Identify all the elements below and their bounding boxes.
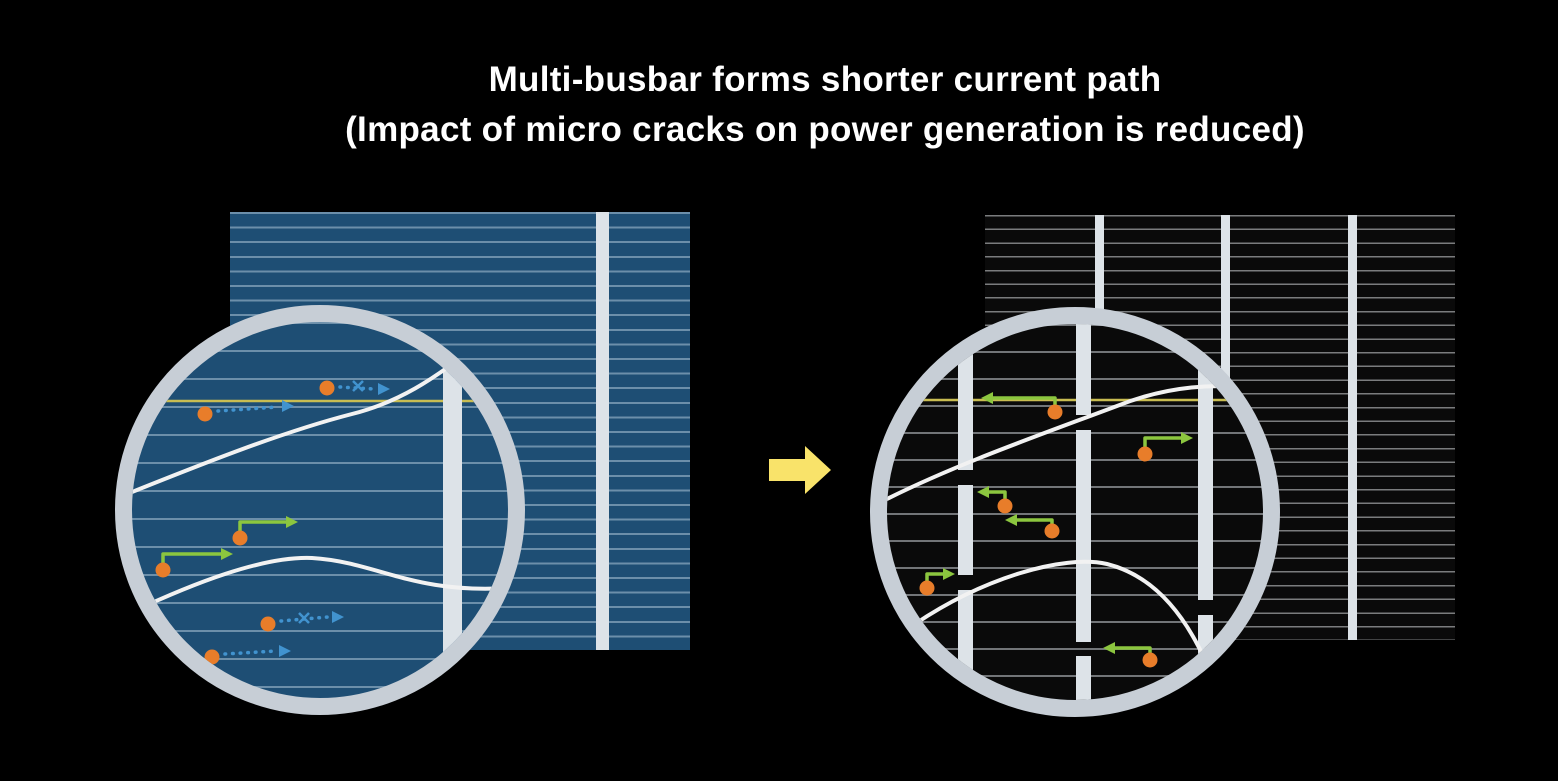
electron-dot	[997, 498, 1013, 514]
micro-crack-line	[132, 352, 468, 494]
electron-dot	[260, 616, 276, 632]
micro-crack-line	[887, 384, 1263, 501]
title-line-2: (Impact of micro cracks on power generat…	[345, 110, 1305, 149]
electron-dot	[204, 649, 220, 665]
current-path	[232, 516, 298, 546]
electron-dot	[155, 562, 171, 578]
current-path	[1103, 642, 1158, 668]
busbar	[1348, 215, 1357, 640]
electron-dot	[319, 380, 335, 396]
electron-dot	[1142, 652, 1158, 668]
current-path	[977, 486, 1013, 514]
busbar-magnified	[958, 324, 973, 700]
conventional-magnifier-circle	[115, 305, 525, 715]
blocked-current-path	[197, 400, 294, 422]
micro-crack-line	[132, 555, 508, 614]
conventional-magnifier-content	[132, 322, 508, 698]
electron-dot	[232, 530, 248, 546]
electron-dot	[197, 406, 213, 422]
micro-crack-line	[913, 559, 1207, 662]
electron-dot	[1047, 404, 1063, 420]
electron-dot	[1137, 446, 1153, 462]
current-path	[1137, 432, 1193, 462]
current-path	[155, 548, 233, 578]
blocked-x-icon	[298, 612, 310, 624]
blocked-current-path	[319, 380, 390, 396]
title-line-1: Multi-busbar forms shorter current path	[488, 60, 1162, 99]
multibusbar-magnifier-circle	[870, 307, 1280, 717]
current-path	[919, 568, 955, 596]
multibusbar-magnifier-content	[887, 324, 1263, 700]
diagram-title: Multi-busbar forms shorter current path …	[92, 55, 1558, 155]
busbar-magnified	[443, 322, 462, 698]
arrow-right-shape	[769, 446, 831, 494]
current-path	[1005, 514, 1060, 539]
busbar-magnified	[1076, 324, 1091, 700]
blocked-x-icon	[352, 380, 364, 392]
arrow-right-icon	[769, 446, 831, 494]
blocked-current-path	[260, 611, 344, 632]
electron-dot	[919, 580, 935, 596]
busbar	[596, 212, 609, 650]
busbar-magnified	[1198, 324, 1213, 700]
electron-dot	[1044, 523, 1060, 539]
current-path	[981, 392, 1063, 420]
blocked-current-path	[204, 645, 291, 665]
